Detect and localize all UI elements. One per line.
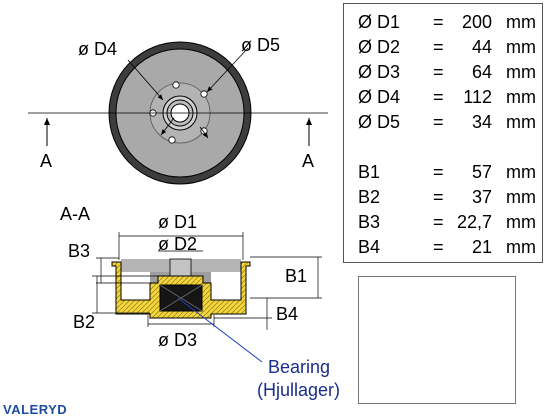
spec-value: 112 (463, 87, 492, 107)
spec-value: 37 (471, 187, 492, 207)
spec-unit: mm (506, 87, 536, 107)
spec-unit: mm (506, 112, 536, 132)
section-title: A-A (60, 204, 90, 224)
label-section-left: A (40, 151, 52, 171)
spec-value: 44 (471, 37, 492, 57)
spec-row-d5: Ø D5 = 34 mm (344, 110, 542, 134)
spec-unit: mm (506, 62, 536, 82)
label-d5: ø D5 (241, 35, 280, 55)
spec-row-b3: B3 = 22,7 mm (344, 210, 542, 234)
spec-equals: = (433, 162, 444, 182)
leader-d4 (127, 59, 164, 101)
bearing-label: Bearing (268, 357, 330, 377)
spec-label: Ø D5 (358, 112, 401, 132)
leader-d5 (206, 47, 249, 93)
spec-value: 200 (461, 12, 492, 32)
label-b3: B3 (68, 241, 90, 261)
spec-value: 22,7 (456, 212, 492, 232)
spec-equals: = (433, 87, 444, 107)
spec-equals: = (433, 62, 444, 82)
spec-label: B3 (358, 212, 381, 232)
spec-value: 57 (471, 162, 492, 182)
spec-label: B1 (358, 162, 381, 182)
spec-unit: mm (506, 212, 536, 232)
label-d4: ø D4 (78, 39, 117, 59)
spec-row-b2: B2 = 37 mm (344, 185, 542, 209)
label-d1: ø D1 (158, 212, 197, 232)
label-b2: B2 (73, 312, 95, 332)
label-b1: B1 (285, 266, 307, 286)
spec-equals: = (433, 237, 444, 257)
spec-label: Ø D3 (358, 62, 401, 82)
spec-row-d2: Ø D2 = 44 mm (344, 35, 542, 59)
bearing-leader (177, 297, 263, 363)
label-section-right: A (302, 151, 314, 171)
bolt-hole (168, 136, 176, 144)
spec-equals: = (433, 187, 444, 207)
spec-label: Ø D1 (358, 12, 401, 32)
bearing-cross (159, 284, 203, 312)
spec-unit: mm (506, 187, 536, 207)
label-d3: ø D3 (158, 330, 197, 350)
bearing-label-translation: (Hjullager) (257, 380, 340, 400)
spec-row-d4: Ø D4 = 112 mm (344, 85, 542, 109)
label-d2: ø D2 (158, 234, 197, 254)
leader-d4-lower (160, 117, 175, 136)
spec-unit: mm (506, 37, 536, 57)
product-photo-frame (358, 276, 516, 404)
brand-logo: VALERYD (3, 402, 68, 417)
spec-unit: mm (506, 162, 536, 182)
spec-label: Ø D2 (358, 37, 401, 57)
leader-d5-lower (199, 126, 209, 139)
spec-equals: = (433, 112, 444, 132)
spec-label: B2 (358, 187, 381, 207)
section-view: A-A ø D1 ø D2 ø D3 B1 (60, 204, 340, 400)
spec-row-b1: B1 = 57 mm (344, 160, 542, 184)
label-b4: B4 (276, 304, 298, 324)
spec-value: 34 (471, 112, 492, 132)
spec-row-b4: B4 = 21 mm (344, 235, 542, 259)
spec-table: Ø D1 = 200 mm Ø D2 = 44 mm Ø D3 = 64 mm … (343, 3, 543, 263)
spec-unit: mm (506, 12, 536, 32)
front-view: ø D4 ø D5 A A (28, 35, 328, 185)
spec-unit: mm (506, 237, 536, 257)
spec-label: Ø D4 (358, 87, 401, 107)
spec-label: B4 (358, 237, 381, 257)
spec-row-d3: Ø D3 = 64 mm (344, 60, 542, 84)
spec-equals: = (433, 12, 444, 32)
spec-equals: = (433, 212, 444, 232)
spec-value: 64 (471, 62, 492, 82)
spec-row-d1: Ø D1 = 200 mm (344, 10, 542, 34)
bolt-hole (172, 81, 180, 89)
bolt-hole (200, 90, 208, 98)
spec-value: 21 (471, 237, 492, 257)
spec-equals: = (433, 37, 444, 57)
